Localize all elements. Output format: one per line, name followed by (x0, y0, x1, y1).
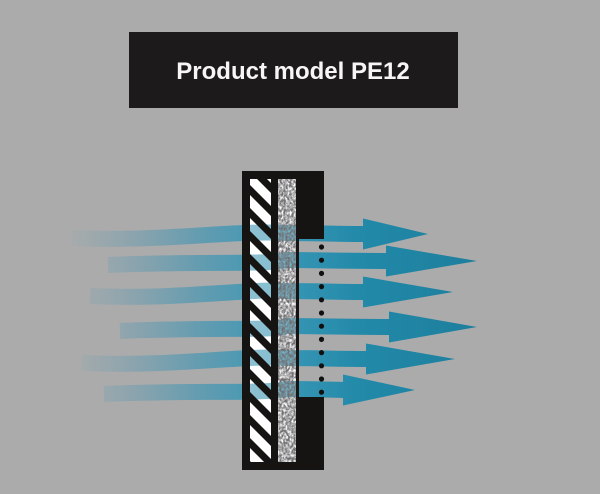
airflow-arrow-head (363, 276, 453, 308)
perforation-dot (318, 310, 325, 316)
hatch-stripe (250, 300, 271, 331)
airflow-arrow-head (366, 343, 455, 375)
hatch-stripe (250, 208, 271, 239)
airflow-arrow-shaft (89, 282, 370, 305)
title-banner: Product model PE12 (129, 32, 458, 108)
perforation-dot (318, 297, 325, 303)
perforation-dot (318, 323, 325, 329)
hatch-stripe (250, 369, 271, 400)
hatch-stripe (250, 438, 271, 462)
hatch-stripe (250, 254, 271, 285)
wall-border-top (242, 171, 299, 179)
title-banner-bg (129, 32, 458, 108)
airflow-arrow-shaft (71, 224, 370, 247)
hatch-stripe (250, 415, 271, 446)
perforation-dots (318, 244, 325, 395)
product-model-title: Product model PE12 (176, 58, 409, 85)
perforation-dot (318, 363, 325, 369)
perforation-dot (318, 257, 325, 263)
hatch-stripe (250, 185, 271, 216)
hatch-stripe (257, 179, 271, 193)
perforation-dot (318, 350, 325, 356)
perforation-dot (318, 284, 325, 290)
perforation-dot (318, 376, 325, 382)
perforation-dot (318, 336, 325, 342)
wall-hatch-stripes (250, 179, 271, 462)
hatch-stripe (250, 277, 271, 308)
wall-border-bottom (242, 462, 299, 470)
perforation-dot (318, 389, 325, 395)
wall-border-middle (271, 171, 278, 470)
absorber-texture (278, 179, 296, 462)
perforation-dot (318, 270, 325, 276)
airflow-arrow-head (389, 311, 477, 343)
wall-border-left (242, 171, 250, 470)
hatch-stripe (250, 323, 271, 354)
hatch-stripe (250, 346, 271, 377)
airflow-arrow-head (343, 374, 415, 406)
hatch-stripe (250, 392, 271, 423)
perforation-dot (318, 244, 325, 250)
airflow-arrow-shaft (81, 349, 373, 372)
hatch-stripe (250, 231, 271, 262)
panel-bracket (296, 171, 324, 470)
airflow-arrow-head (363, 218, 428, 250)
wall-frame (242, 171, 299, 470)
airflow-arrow-shaft (103, 380, 350, 402)
airflow-arrow-head (386, 245, 477, 277)
